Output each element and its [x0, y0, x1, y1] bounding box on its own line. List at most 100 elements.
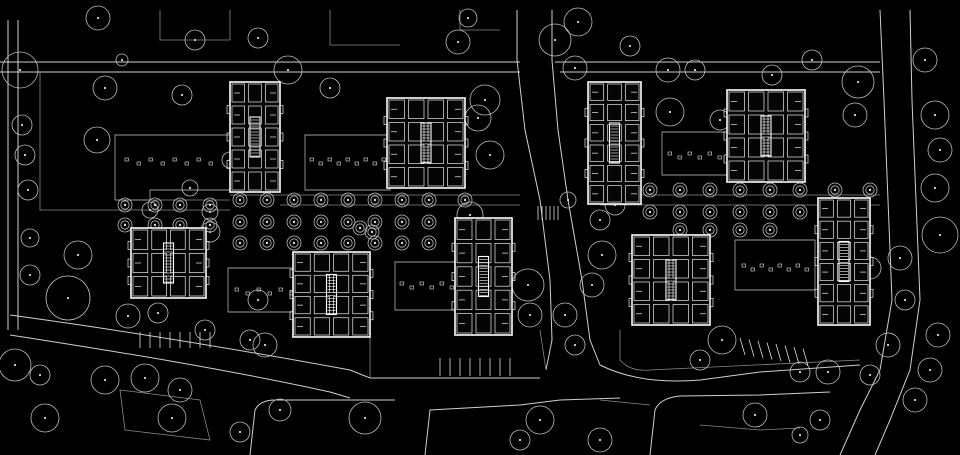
garage-vent: [667, 151, 672, 156]
parking-stalls: [139, 206, 809, 376]
east-road-east: [874, 9, 921, 455]
tree: [619, 35, 641, 57]
tree: [875, 332, 901, 358]
east-road-west: [839, 9, 893, 455]
ornamental-tree: [232, 235, 248, 251]
tree: [920, 100, 950, 130]
garage-vent: [148, 157, 153, 162]
garage-vent: [409, 285, 414, 290]
ornamental-tree: [394, 192, 410, 208]
south-lower-road: [249, 397, 621, 455]
ornamental-tree: [147, 197, 163, 213]
tree: [842, 102, 868, 128]
tree: [0, 348, 32, 382]
tree: [20, 228, 40, 248]
garage-vent: [449, 285, 454, 290]
ornamental-tree: [313, 235, 329, 251]
tree: [927, 137, 953, 163]
ornamental-tree: [394, 235, 410, 251]
tree: [894, 289, 916, 311]
tree: [85, 5, 111, 31]
parking-stall-line: [748, 339, 755, 357]
parking-stall-line: [802, 348, 809, 366]
ornamental-tree: [762, 222, 778, 238]
ornamental-tree: [286, 235, 302, 251]
ornamental-tree: [732, 222, 748, 238]
garage-vent: [687, 151, 692, 156]
ornamental-tree: [702, 182, 718, 198]
ornamental-tree: [642, 204, 658, 220]
ornamental-tree: [367, 235, 383, 251]
ornamental-tree: [313, 192, 329, 208]
ornamental-tree: [732, 182, 748, 198]
ornamental-tree: [364, 224, 380, 240]
ornamental-tree: [792, 204, 808, 220]
garage-vent: [363, 157, 368, 162]
ornamental-tree: [117, 217, 133, 233]
tree: [562, 55, 588, 81]
tree: [925, 322, 951, 348]
garage-vent: [381, 157, 386, 162]
tree: [130, 363, 160, 393]
garage-outline: [114, 134, 231, 201]
garage-vent: [160, 161, 165, 166]
ornamental-tree: [259, 192, 275, 208]
ornamental-tree: [367, 192, 383, 208]
tree: [912, 47, 938, 73]
tree: [167, 377, 193, 403]
tree: [655, 97, 685, 127]
tree: [564, 334, 586, 356]
tree: [92, 75, 118, 101]
garage-vent: [419, 281, 424, 286]
tree: [801, 49, 823, 71]
garage-vent: [786, 267, 791, 272]
ornamental-tree: [117, 197, 133, 213]
ornamental-tree: [394, 214, 410, 230]
tree: [887, 245, 913, 271]
garage-vent: [196, 157, 201, 162]
tree: [348, 401, 382, 435]
garage-vent: [768, 267, 773, 272]
tree: [917, 357, 943, 383]
parking-stall-line: [757, 340, 764, 359]
ornamental-tree: [732, 204, 748, 220]
garage-vent: [318, 161, 323, 166]
tree: [921, 216, 959, 254]
central-road-west: [516, 10, 553, 371]
tree: [115, 53, 129, 67]
tree: [229, 421, 251, 443]
tree: [538, 23, 572, 57]
garage-outline: [661, 131, 731, 176]
garage-vent: [804, 267, 809, 272]
tree: [689, 349, 711, 371]
tree: [841, 65, 875, 99]
southeast-road: [599, 364, 861, 382]
ornamental-tree: [202, 197, 218, 213]
garage-vent: [345, 157, 350, 162]
apartment-building: [289, 251, 374, 338]
garage-vent: [278, 287, 283, 292]
tree: [445, 29, 471, 55]
ornamental-tree: [421, 214, 437, 230]
tree: [589, 209, 611, 231]
tree: [559, 191, 577, 209]
tree: [791, 426, 809, 444]
parking-stall-line: [766, 342, 773, 360]
loop-path-se: [619, 330, 861, 371]
garage-vent: [795, 263, 800, 268]
tree: [789, 361, 811, 383]
ornamental-tree: [232, 192, 248, 208]
garage-vent: [267, 291, 272, 296]
garage-vent: [208, 161, 213, 166]
tree: [809, 409, 831, 431]
tree: [707, 325, 737, 355]
tree: [815, 359, 841, 385]
west-lane: [7, 20, 19, 330]
tree: [920, 173, 950, 203]
garage-vent: [717, 155, 722, 160]
apartment-building: [383, 97, 469, 189]
tree: [83, 126, 111, 154]
tree: [525, 405, 555, 435]
tree: [115, 303, 141, 329]
garage-vent: [741, 263, 746, 268]
